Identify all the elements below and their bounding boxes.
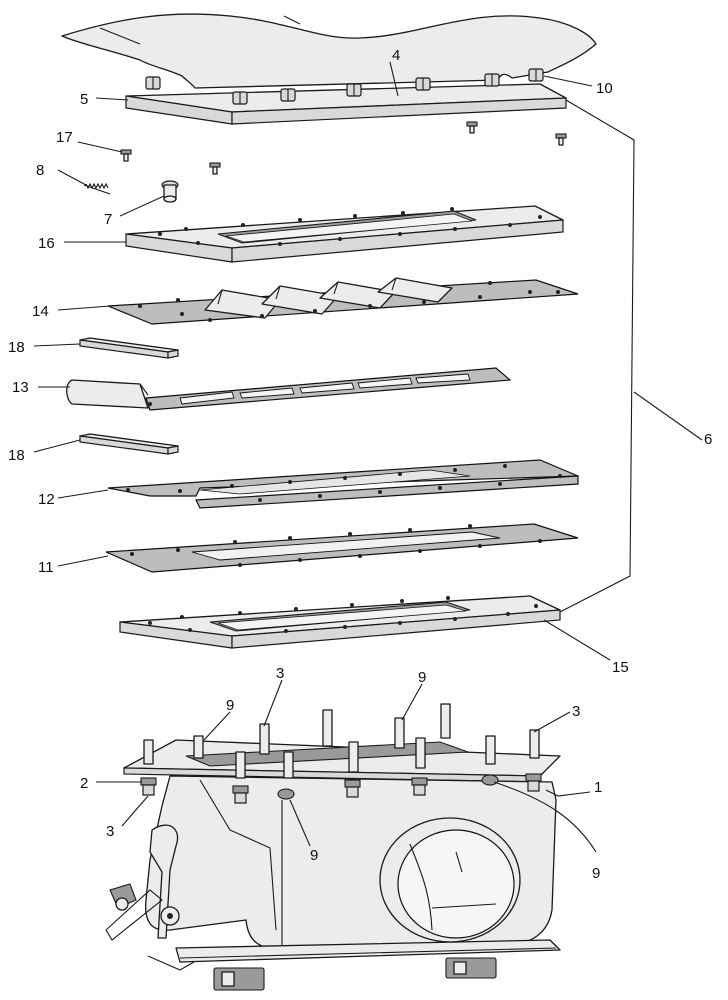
studs-3: [143, 703, 540, 779]
part-18-bar-upper: [79, 337, 179, 359]
part-4-top-flange: [125, 83, 567, 125]
screw: [209, 162, 221, 175]
part-18-bar-lower: [79, 433, 179, 455]
screw: [120, 149, 132, 162]
callout-15: 15: [612, 659, 629, 676]
part-1-valve-housing: [105, 739, 561, 991]
callout-2: 2: [80, 775, 88, 792]
screws-17: [120, 121, 567, 175]
nut: [415, 77, 431, 91]
callout-11: 11: [38, 559, 54, 576]
part-8-spring: [83, 182, 111, 195]
part-11-gasket: [105, 523, 579, 573]
callout-12: 12: [38, 491, 55, 508]
nut: [232, 91, 248, 105]
hopper-wall: [61, 13, 597, 89]
callout-13: 13: [12, 379, 29, 396]
callout-9-bottomright: 9: [592, 865, 600, 882]
nuts-10: [145, 68, 544, 105]
callout-8: 8: [36, 162, 44, 179]
callouts: 4 5 10 17 8 7 16 14 18 13 18 12 11 6 15 …: [8, 47, 712, 882]
callout-9-bottomleft: 9: [310, 847, 318, 864]
callout-3-top: 3: [276, 665, 284, 682]
part-14-louver-plate: [107, 277, 579, 325]
leader-lines: [33, 61, 703, 853]
callout-17: 17: [56, 129, 73, 146]
nut: [528, 68, 544, 82]
nut: [280, 88, 296, 102]
callout-3-bottom: 3: [106, 823, 114, 840]
nuts-below-flange: [140, 773, 542, 804]
callout-16: 16: [38, 235, 55, 252]
nut: [484, 73, 500, 87]
nut: [346, 83, 362, 97]
callout-3-right: 3: [572, 703, 580, 720]
callout-1: 1: [594, 779, 602, 796]
callout-4: 4: [392, 47, 400, 64]
screw: [466, 121, 478, 134]
screw: [555, 133, 567, 146]
callout-18-upper: 18: [8, 339, 25, 356]
callout-9-topleft: 9: [226, 697, 234, 714]
callout-18-lower: 18: [8, 447, 25, 464]
callout-9-topright: 9: [418, 669, 426, 686]
callout-5: 5: [80, 91, 88, 108]
callout-6: 6: [704, 431, 712, 448]
nut: [145, 76, 161, 90]
part-15-frame: [119, 595, 561, 649]
part-16-frame: [125, 205, 564, 263]
part-13-slide-blade: [66, 367, 512, 411]
part-7-pin: [161, 180, 179, 203]
callout-7: 7: [104, 211, 112, 228]
callout-10: 10: [596, 80, 613, 97]
callout-14: 14: [32, 303, 49, 320]
part-12-gasket-split: [107, 459, 579, 509]
